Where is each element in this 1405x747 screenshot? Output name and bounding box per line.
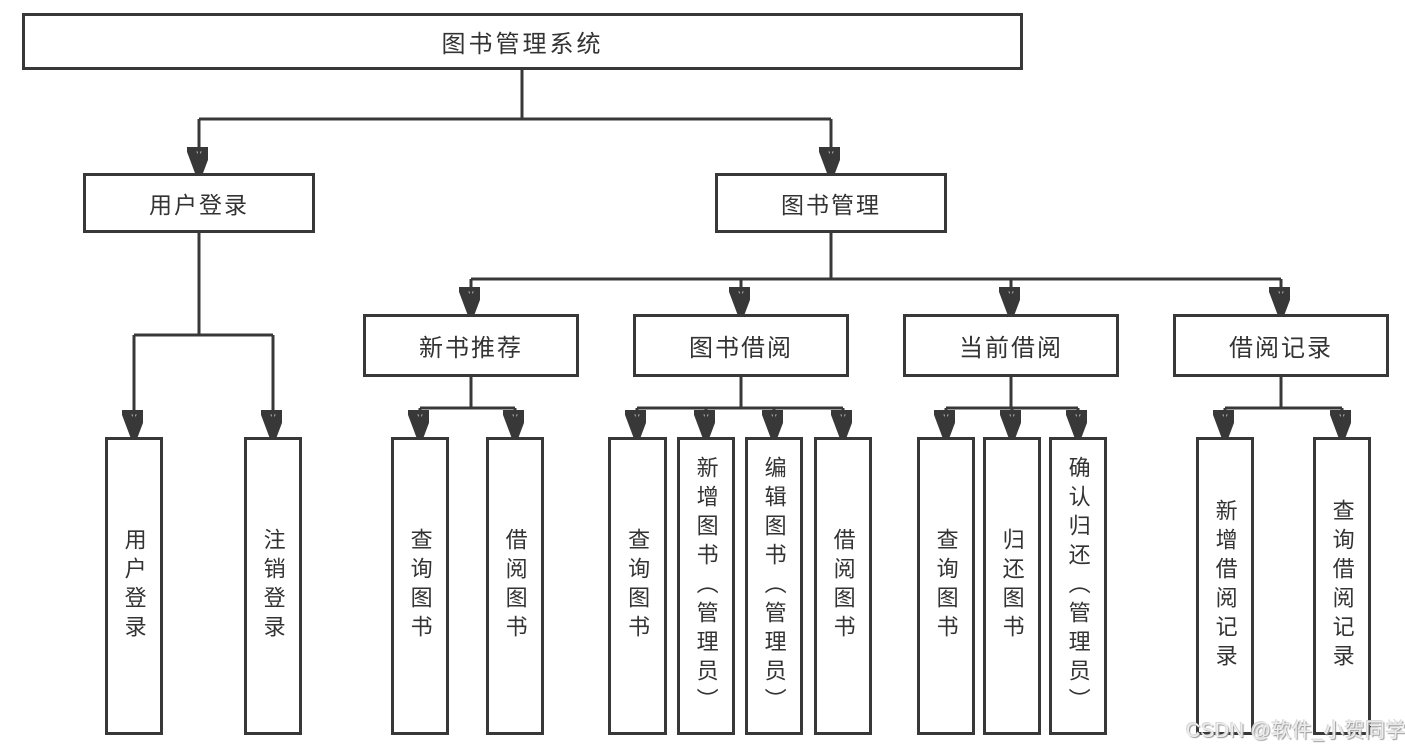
node-new-book-recommend: 新书推荐: [363, 314, 579, 377]
node-borrow-borrow-books: 借阅图书: [814, 437, 872, 735]
node-label: 查询图书: [407, 528, 433, 644]
node-current-query-books: 查询图书: [917, 437, 975, 735]
node-label: 确认归还（管理员）: [1065, 455, 1091, 717]
node-add-borrow-record: 新增借阅记录: [1196, 437, 1254, 735]
node-user-login-action: 用户登录: [105, 437, 163, 735]
node-label: 新书推荐: [419, 335, 523, 362]
node-edit-books-admin: 编辑图书（管理员）: [745, 437, 803, 735]
node-newbook-query-books: 查询图书: [391, 437, 449, 735]
node-label: 编辑图书（管理员）: [761, 455, 787, 717]
node-label: 用户登录: [121, 528, 147, 644]
node-label: 图书管理系统: [441, 31, 604, 58]
node-confirm-return-admin: 确认归还（管理员）: [1049, 437, 1107, 735]
node-borrow-query-books: 查询图书: [608, 437, 667, 735]
node-label: 借阅记录: [1229, 335, 1333, 362]
node-query-borrow-record: 查询借阅记录: [1313, 437, 1371, 735]
node-label: 图书管理: [781, 192, 881, 218]
node-label: 当前借阅: [959, 335, 1063, 362]
node-label: 查询图书: [625, 528, 651, 644]
node-return-books: 归还图书: [983, 437, 1041, 735]
node-borrow-records: 借阅记录: [1173, 314, 1389, 377]
node-label: 查询图书: [933, 528, 959, 644]
node-label: 新增借阅记录: [1212, 499, 1238, 673]
node-label: 用户登录: [149, 192, 249, 218]
csdn-watermark: CSDN @软件_小贺同学: [1186, 720, 1405, 742]
node-logout-action: 注销登录: [244, 437, 302, 735]
node-book-borrowing: 图书借阅: [633, 314, 849, 377]
node-label: 归还图书: [999, 528, 1025, 644]
node-user-login: 用户登录: [83, 173, 315, 233]
node-newbook-borrow-books: 借阅图书: [486, 437, 544, 735]
node-add-books-admin: 新增图书（管理员）: [677, 437, 735, 735]
node-current-borrowing: 当前借阅: [903, 314, 1119, 377]
node-label: 借阅图书: [830, 528, 856, 644]
node-label: 注销登录: [260, 528, 286, 644]
node-label: 查询借阅记录: [1329, 499, 1355, 673]
node-book-management: 图书管理: [715, 173, 947, 233]
node-library-management-system: 图书管理系统: [22, 13, 1023, 70]
node-label: 新增图书（管理员）: [693, 455, 719, 717]
node-label: 借阅图书: [502, 528, 528, 644]
node-label: 图书借阅: [689, 335, 793, 362]
